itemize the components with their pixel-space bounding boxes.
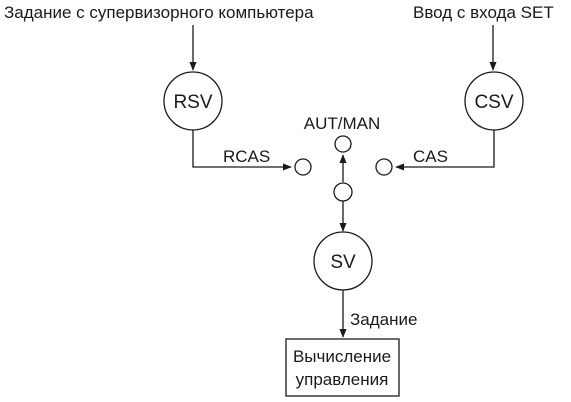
aut-man-switch-contact <box>334 135 352 153</box>
set-input-label: Ввод с входа SET <box>413 3 554 22</box>
switch-common-contact <box>333 182 353 202</box>
cas-connection-arrow <box>395 130 495 171</box>
control-computation-line1: Вычисление <box>293 347 391 366</box>
rsv-node-label: RSV <box>173 92 212 113</box>
control-computation-line2: управления <box>296 370 389 389</box>
rcas-switch-contact <box>294 158 312 176</box>
supervisor-input-label: Задание с супервизорного компьютера <box>4 3 314 22</box>
cas-label: CAS <box>413 147 448 166</box>
control-computation-box <box>285 338 400 397</box>
rcas-label: RCAS <box>223 147 270 166</box>
cas-switch-contact <box>375 158 393 176</box>
sv-node-label: SV <box>330 252 356 273</box>
rcas-connection-arrow <box>192 130 292 171</box>
csv-node-label: CSV <box>474 92 513 113</box>
setpoint-label: Задание <box>350 310 417 329</box>
aut-man-label: AUT/MAN <box>304 114 381 133</box>
